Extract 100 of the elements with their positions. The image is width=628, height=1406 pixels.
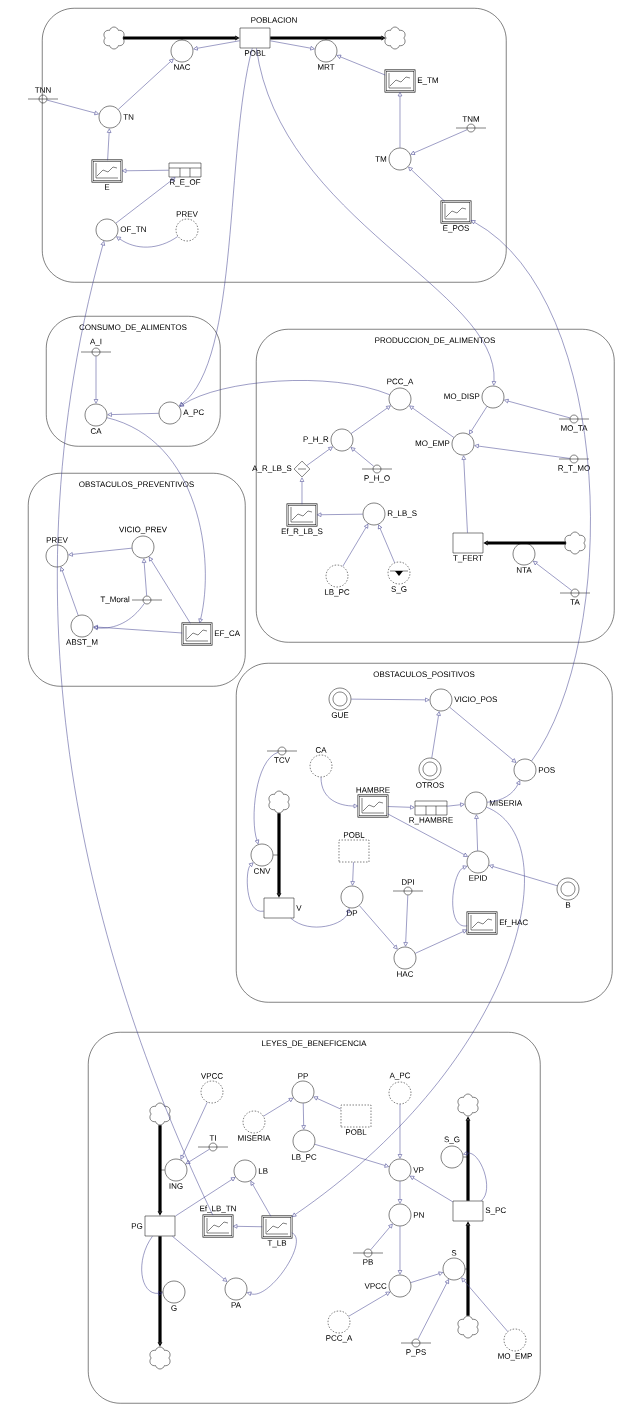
stock-box: T_FERT [452, 532, 484, 563]
table-converter: R_HAMBRE [409, 800, 453, 825]
node-label: TNN [34, 87, 51, 93]
graph-converter: EF_CA [181, 622, 240, 646]
cloud [564, 531, 586, 555]
link-arrow [291, 806, 525, 1217]
link-arrow [149, 556, 191, 624]
constant: TA [559, 588, 591, 605]
link-arrow [387, 813, 468, 857]
link-arrow [417, 1279, 449, 1340]
stock-box: V [263, 897, 302, 919]
constant: P_H_O [361, 464, 393, 483]
node-label: PG [131, 1223, 143, 1229]
node-label: R_E_OF [170, 179, 201, 187]
link-arrow [397, 1104, 403, 1159]
link-arrow [253, 752, 279, 845]
node-label: POS [538, 767, 555, 773]
cloud [457, 1093, 479, 1117]
converter: VPCC [364, 1274, 412, 1298]
flow-valve: G [159, 1280, 186, 1311]
node-label: NTA [516, 567, 532, 573]
graph-converter: Ef_HAC [466, 911, 528, 935]
node-label: R_LB_S [387, 510, 417, 518]
converter: DP [340, 885, 364, 916]
link-arrow [350, 447, 374, 467]
link-arrow [342, 523, 369, 567]
link-arrow [179, 380, 390, 407]
link-arrow [431, 711, 441, 759]
node-label: MO_EMP [415, 440, 450, 448]
node-label: EPID [469, 875, 487, 881]
link-arrow [397, 1181, 403, 1204]
link-arrow [57, 241, 214, 1216]
ghost-converter: A_PC [388, 1072, 412, 1105]
converter: A_PC [158, 401, 204, 425]
node-label: TI [209, 1135, 216, 1141]
converter: VICIO_POS [429, 688, 497, 712]
node-label: GUE [331, 712, 349, 718]
link-arrow [486, 780, 521, 803]
node-label: VPCC [364, 1283, 387, 1289]
node-label: E [104, 184, 110, 190]
node-label: T_LB [267, 1240, 287, 1248]
converter: OF_TN [95, 218, 146, 242]
node-label: TN [123, 114, 134, 120]
flow-valve: NAC [170, 37, 194, 70]
node-label: P_PS [406, 1349, 426, 1357]
cloud [457, 1315, 479, 1339]
ghost-converter: CA [309, 747, 333, 778]
node-label: PP [298, 1073, 308, 1079]
link-arrow [336, 54, 386, 76]
graph-converter: E [91, 159, 123, 190]
node-label: MO_EMP [498, 1353, 532, 1361]
cloud [149, 1102, 171, 1126]
link-arrow [387, 805, 415, 810]
stock-box: S_PC [452, 1200, 506, 1222]
node-label: LB [258, 1168, 268, 1174]
link-arrow [449, 706, 517, 763]
link-arrow [301, 1103, 306, 1130]
node-label: E_POS [443, 225, 469, 233]
link-arrow [250, 1181, 272, 1217]
constant: MO_TA [558, 414, 590, 433]
link-arrow [122, 168, 169, 173]
node-label: E_TM [417, 77, 438, 85]
node-label: PREV [46, 537, 68, 543]
node-label: P_H_O [364, 475, 390, 483]
link-arrow [306, 446, 333, 466]
node-label: PREV [176, 211, 198, 217]
table-converter: R_E_OF [168, 162, 202, 187]
node-label: TCV [274, 757, 290, 763]
node-label: B [565, 902, 571, 908]
node-label: TM [375, 156, 387, 162]
graph-converter: E_POS [440, 200, 472, 233]
converter: PN [388, 1203, 424, 1227]
link-arrow [175, 1177, 236, 1217]
ghost-converter: MO_EMP [498, 1328, 532, 1361]
constant: R_T_MO [558, 454, 590, 473]
node-label: R_HAMBRE [409, 817, 453, 825]
link-arrow [409, 405, 455, 438]
constant: DPI [392, 879, 424, 896]
node-label: LB_PC [324, 589, 350, 597]
stock-box: POBL [239, 27, 271, 56]
link-arrow [233, 1224, 263, 1229]
node-label: MO_DISP [444, 393, 480, 401]
link-arrow [93, 603, 145, 631]
ghost-stock: POBL [340, 1104, 372, 1135]
node-label: CA [315, 747, 327, 753]
constant: P_PS [400, 1338, 432, 1357]
link-arrow [193, 40, 240, 51]
link-arrow [93, 624, 183, 634]
node-label: PCC_A [387, 378, 414, 386]
link-arrow [474, 443, 571, 459]
node-label: EF_CA [214, 630, 241, 638]
link-arrow [447, 802, 465, 807]
converter: ABST_M [66, 614, 98, 647]
converter: LB_PC [292, 1129, 317, 1162]
node-label: POBL [343, 832, 365, 838]
node-label: PN [413, 1212, 424, 1218]
constant: TNM [455, 116, 487, 133]
cloud [384, 26, 406, 50]
link-arrow [180, 1101, 208, 1160]
converter: CA [84, 403, 108, 434]
